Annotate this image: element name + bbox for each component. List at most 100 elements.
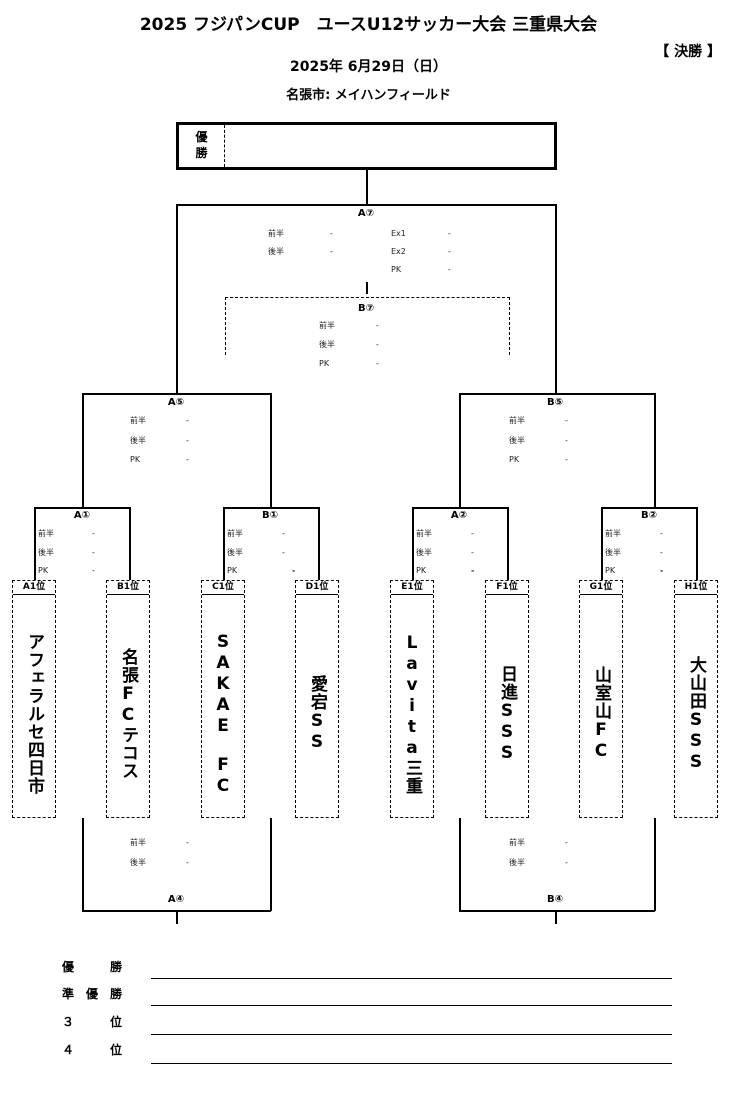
score-pk-label: PK	[391, 265, 402, 274]
bracket-line	[129, 507, 131, 580]
score-value: -	[565, 436, 568, 445]
score-first-half-label: 前半	[605, 529, 621, 538]
team-name: 大山田SSS	[686, 655, 706, 773]
score-value: -	[448, 229, 451, 238]
score-second-half-label: 後半	[130, 858, 146, 867]
score-value: -	[376, 340, 379, 349]
page-title: 2025 フジパンCUP ユースU12サッカー大会 三重県大会	[139, 15, 598, 35]
bracket-line-dashed	[225, 297, 510, 298]
score-pk-label: PK	[605, 566, 616, 575]
score-value: -	[92, 548, 95, 557]
result-line	[151, 1005, 672, 1006]
bracket-line	[507, 507, 509, 580]
bracket-line	[318, 507, 320, 580]
team-name: アフェラルセ四日市	[24, 633, 44, 795]
team-box: F1位 日進SSS	[485, 580, 529, 818]
score-second-half-label: 後半	[509, 858, 525, 867]
bracket-line	[601, 507, 697, 509]
score-value: -	[565, 858, 568, 867]
score-second-half-label: 後半	[605, 548, 621, 557]
result-label-third: ３ 位	[62, 1015, 123, 1029]
score-value: -	[92, 566, 95, 575]
bracket-line	[654, 393, 656, 507]
bracket-line	[82, 393, 271, 395]
team-box: D1位 愛宕SS	[295, 580, 339, 818]
score-ex2-label: Ex2	[391, 247, 406, 256]
score-value: -	[448, 265, 451, 274]
bracket-line	[82, 393, 84, 507]
bracket-line	[555, 204, 557, 394]
bracket-line	[176, 204, 178, 394]
score-value: -	[660, 566, 664, 575]
bracket-line	[223, 507, 319, 509]
score-first-half-label: 前半	[38, 529, 54, 538]
match-label-a4: A④	[156, 894, 196, 906]
match-label-a5: A⑤	[156, 397, 196, 409]
bracket-line	[82, 818, 84, 911]
team-box: E1位 Lavita三重	[390, 580, 434, 818]
score-value: -	[92, 529, 95, 538]
score-value: -	[186, 416, 189, 425]
score-value: -	[471, 566, 475, 575]
score-pk-label: PK	[509, 455, 520, 464]
score-pk-label: PK	[227, 566, 238, 575]
bracket-line	[176, 910, 178, 924]
score-value: -	[565, 455, 568, 464]
score-value: -	[330, 229, 333, 238]
score-value: -	[186, 858, 189, 867]
bracket-line-dashed	[225, 297, 226, 355]
score-second-half-label: 後半	[38, 548, 54, 557]
result-line	[151, 1034, 672, 1035]
bracket-line	[601, 507, 603, 580]
bracket-line	[270, 393, 272, 507]
team-seed: E1位	[391, 581, 433, 595]
result-label-champion: 優 勝	[62, 960, 123, 974]
score-first-half-label: 前半	[319, 321, 335, 330]
bracket-line	[223, 507, 225, 580]
score-value: -	[330, 247, 333, 256]
score-first-half-label: 前半	[268, 229, 284, 238]
match-label-a2: A②	[439, 510, 479, 522]
champion-label-bottom: 勝	[195, 146, 208, 160]
team-seed: A1位	[13, 581, 55, 595]
team-name: 名張FCテコス	[118, 648, 138, 780]
score-value: -	[471, 529, 474, 538]
team-seed: C1位	[202, 581, 244, 595]
bracket-line	[34, 507, 130, 509]
score-first-half-label: 前半	[416, 529, 432, 538]
team-name: Lavita三重	[402, 633, 422, 795]
score-second-half-label: 後半	[416, 548, 432, 557]
bracket-line	[270, 818, 272, 911]
team-seed: H1位	[675, 581, 717, 595]
bracket-line	[412, 507, 508, 509]
score-first-half-label: 前半	[130, 416, 146, 425]
team-box: G1位 山室山FC	[579, 580, 623, 818]
score-pk-label: PK	[319, 359, 330, 368]
score-value: -	[448, 247, 451, 256]
bracket-line	[696, 507, 698, 580]
bracket-line	[176, 204, 556, 206]
bracket-line	[459, 910, 655, 912]
champion-label: 優 勝	[179, 125, 225, 167]
bracket-line	[459, 393, 655, 395]
score-first-half-label: 前半	[509, 838, 525, 847]
match-label-a7: A⑦	[346, 208, 386, 220]
bracket-line	[412, 507, 414, 580]
score-value: -	[565, 416, 568, 425]
score-second-half-label: 後半	[268, 247, 284, 256]
bracket-line	[366, 282, 368, 294]
round-label: 【 決勝 】	[655, 44, 721, 60]
team-name: SAKAE FC	[213, 631, 233, 797]
bracket-line	[459, 393, 461, 507]
score-value: -	[282, 548, 285, 557]
score-first-half-label: 前半	[130, 838, 146, 847]
score-second-half-label: 後半	[130, 436, 146, 445]
score-value: -	[376, 359, 379, 368]
team-name: 山室山FC	[591, 666, 611, 762]
score-second-half-label: 後半	[319, 340, 335, 349]
match-label-b4: B④	[535, 894, 575, 906]
score-second-half-label: 後半	[227, 548, 243, 557]
champion-box: 優 勝	[176, 122, 557, 170]
match-date: 2025年 6月29日（日）	[289, 59, 448, 75]
bracket-line	[459, 818, 461, 911]
